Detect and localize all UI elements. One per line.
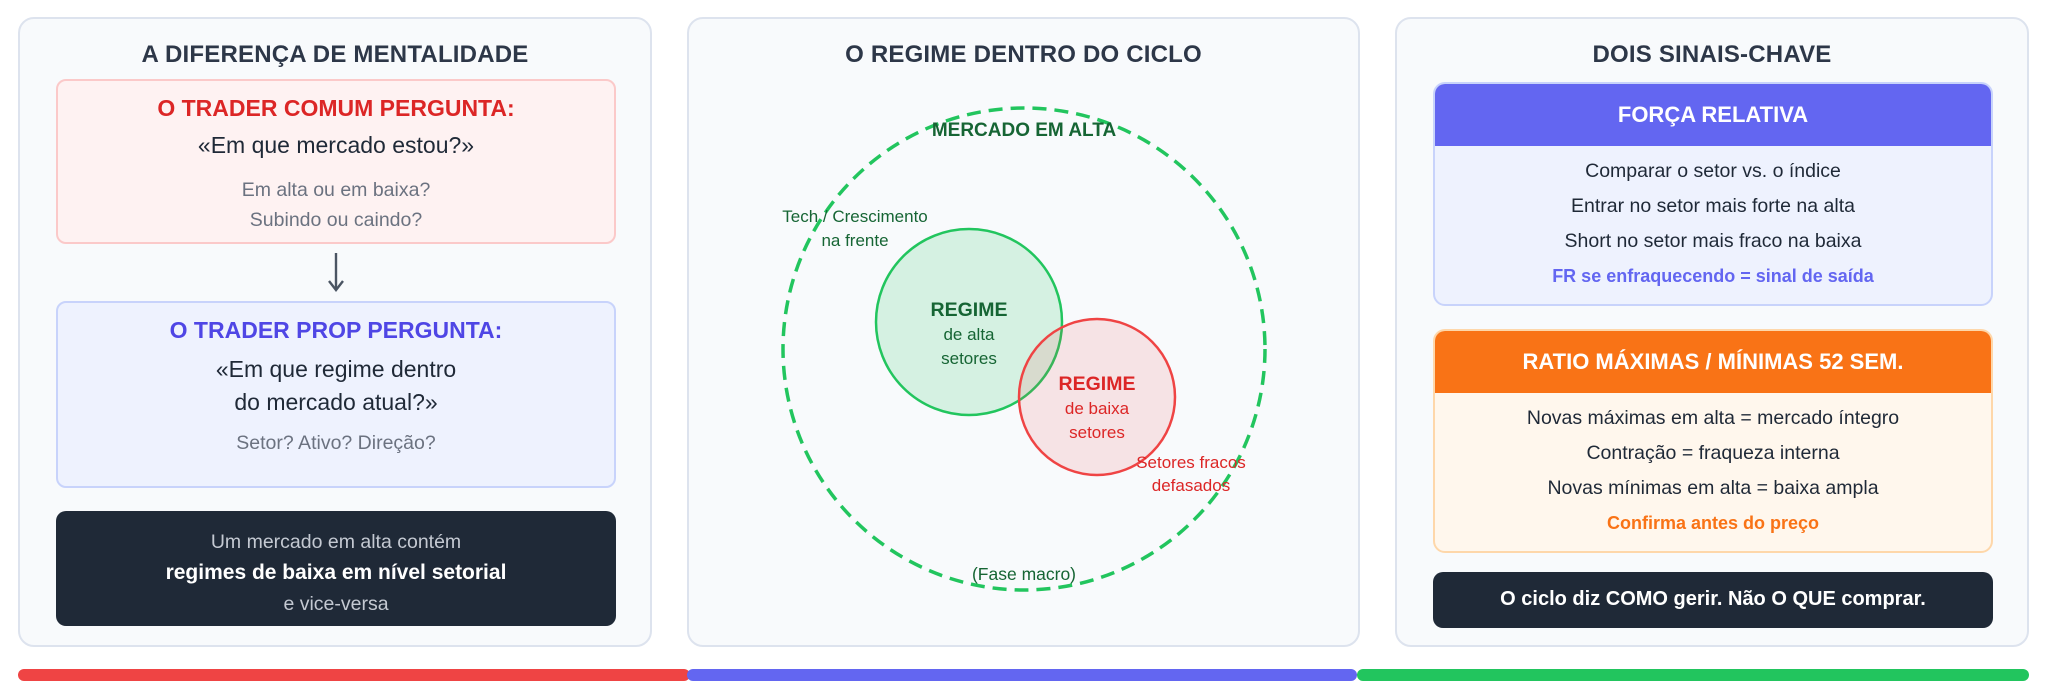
tech-growth-label-line1: Tech / Crescimento bbox=[782, 207, 928, 226]
common-trader-question: «Em que mercado estou?» bbox=[197, 132, 475, 158]
high-low-ratio-card: RATIO MÁXIMAS / MÍNIMAS 52 SEM. Novas má… bbox=[1433, 329, 1993, 553]
relative-strength-card: FORÇA RELATIVA Comparar o setor vs. o ín… bbox=[1433, 82, 1993, 306]
accent-bar-red bbox=[18, 669, 690, 681]
common-trader-heading: O TRADER COMUM PERGUNTA: bbox=[157, 95, 515, 121]
high-low-ratio-footer: Confirma antes do preço bbox=[1606, 513, 1820, 533]
arrow-down-icon bbox=[328, 253, 344, 292]
prop-trader-heading: O TRADER PROP PERGUNTA: bbox=[169, 317, 503, 343]
market-note-line2: regimes de baixa em nível setorial bbox=[165, 561, 507, 584]
accent-bar-blue bbox=[687, 669, 1357, 681]
regime-cycle-title: O REGIME DENTRO DO CICLO bbox=[845, 41, 1202, 68]
bear-regime-title: REGIME bbox=[1059, 373, 1136, 395]
cycle-note-text: O ciclo diz COMO gerir. Não O QUE compra… bbox=[1500, 588, 1926, 610]
cycle-note-box: O ciclo diz COMO gerir. Não O QUE compra… bbox=[1433, 572, 1993, 628]
relative-strength-header: FORÇA RELATIVA bbox=[1435, 84, 1991, 146]
bull-regime-line2: setores bbox=[941, 349, 997, 368]
prop-trader-box: O TRADER PROP PERGUNTA: «Em que regime d… bbox=[56, 301, 616, 488]
relative-strength-item: Entrar no setor mais forte na alta bbox=[1571, 195, 1855, 217]
common-trader-sub1: Em alta ou em baixa? bbox=[241, 179, 431, 201]
bear-regime-line1: de baixa bbox=[1065, 399, 1130, 418]
market-note-box: Um mercado em alta contém regimes de bai… bbox=[56, 511, 616, 626]
bear-regime-circle bbox=[1017, 317, 1177, 477]
regime-cycle-diagram: MERCADO EM ALTA (Fase macro) Tech / Cres… bbox=[781, 106, 1267, 592]
weak-sectors-label-line1: Setores fracos bbox=[1136, 453, 1246, 472]
mindset-panel: A DIFERENÇA DE MENTALIDADE O TRADER COMU… bbox=[18, 17, 652, 647]
high-low-ratio-item: Contração = fraqueza interna bbox=[1586, 442, 1840, 464]
regime-cycle-panel: O REGIME DENTRO DO CICLO MERCADO EM ALTA… bbox=[687, 17, 1360, 647]
bull-market-label: MERCADO EM ALTA bbox=[932, 120, 1117, 141]
relative-strength-item: Comparar o setor vs. o índice bbox=[1585, 160, 1841, 182]
prop-trader-question-line1: «Em que regime dentro bbox=[215, 356, 457, 382]
bull-regime-title: REGIME bbox=[931, 299, 1008, 321]
high-low-ratio-item: Novas mínimas em alta = baixa ampla bbox=[1547, 477, 1879, 499]
weak-sectors-label-line2: defasados bbox=[1152, 476, 1230, 495]
bull-market-outer-circle bbox=[781, 106, 1267, 592]
accent-bar-green bbox=[1357, 669, 2029, 681]
macro-phase-label: (Fase macro) bbox=[972, 564, 1076, 584]
relative-strength-item: Short no setor mais fraco na baixa bbox=[1564, 230, 1862, 252]
tech-growth-label-line2: na frente bbox=[821, 231, 888, 250]
common-trader-sub2: Subindo ou caindo? bbox=[249, 209, 423, 231]
key-signals-panel: DOIS SINAIS-CHAVE FORÇA RELATIVA Compara… bbox=[1395, 17, 2029, 647]
bull-regime-line1: de alta bbox=[943, 325, 995, 344]
market-note-line1: Um mercado em alta contém bbox=[210, 531, 462, 553]
mindset-title: A DIFERENÇA DE MENTALIDADE bbox=[141, 41, 529, 68]
prop-trader-sub: Setor? Ativo? Direção? bbox=[236, 432, 436, 454]
prop-trader-question-line2: do mercado atual?» bbox=[234, 389, 438, 415]
bear-regime-line2: setores bbox=[1069, 423, 1125, 442]
high-low-ratio-header: RATIO MÁXIMAS / MÍNIMAS 52 SEM. bbox=[1435, 331, 1991, 393]
market-note-line3: e vice-versa bbox=[283, 593, 389, 615]
common-trader-box: O TRADER COMUM PERGUNTA: «Em que mercado… bbox=[56, 79, 616, 244]
high-low-ratio-item: Novas máximas em alta = mercado íntegro bbox=[1526, 407, 1900, 429]
relative-strength-footer: FR se enfraquecendo = sinal de saída bbox=[1552, 266, 1874, 286]
key-signals-title: DOIS SINAIS-CHAVE bbox=[1592, 41, 1832, 68]
bull-regime-circle bbox=[874, 227, 1064, 417]
